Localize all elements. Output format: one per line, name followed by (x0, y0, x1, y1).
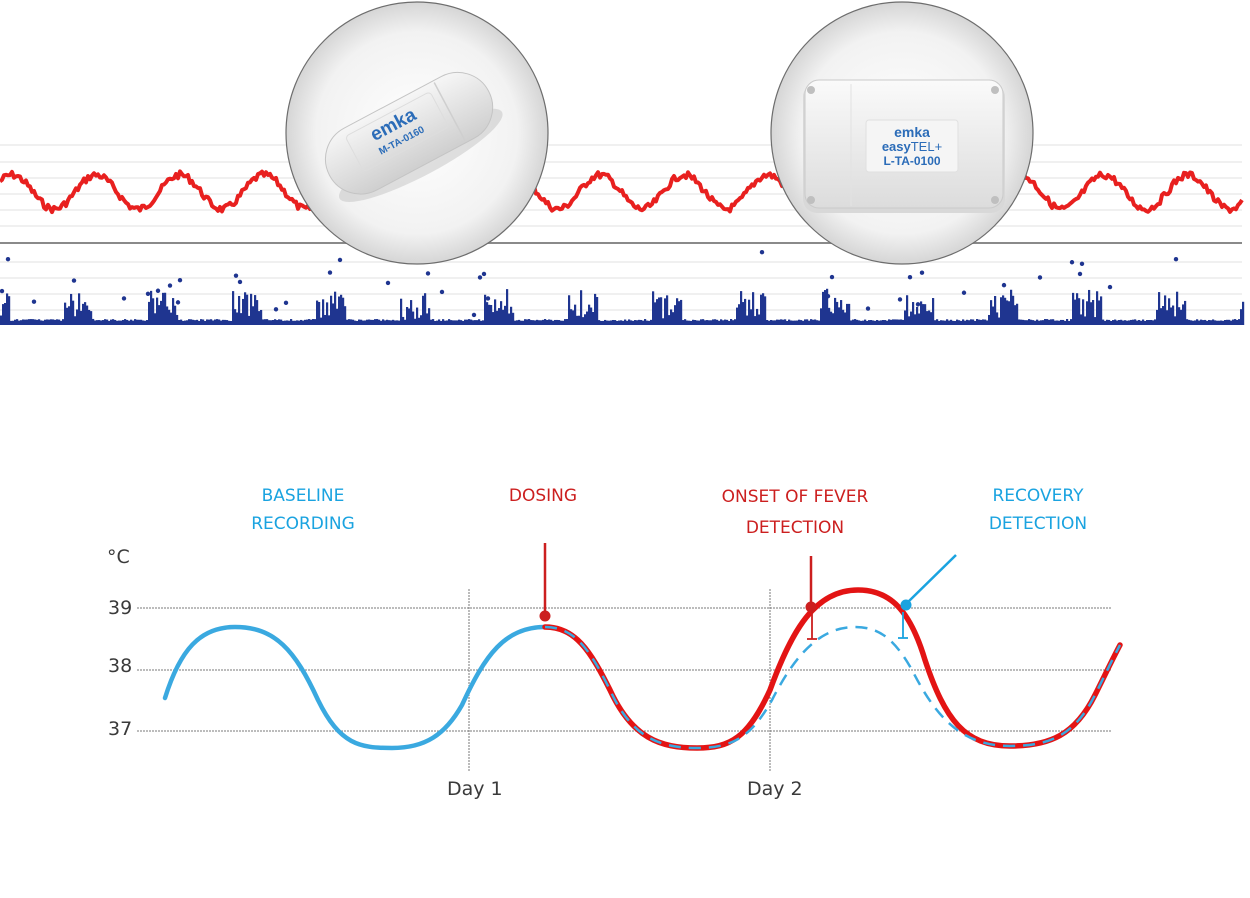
y-tick-38: 38 (108, 655, 133, 677)
x-tick-day2: Day 2 (747, 778, 803, 800)
measured-curve (542, 587, 1123, 751)
annotation-recovery: RECOVERY DETECTION (988, 486, 1088, 534)
device2-line-prefix: easy (882, 139, 912, 154)
activity-scatter (0, 250, 1245, 325)
y-axis-unit: °C (107, 546, 130, 568)
y-tick-39: 39 (108, 597, 133, 619)
gridlines (137, 589, 1112, 772)
recovery-marker (898, 554, 957, 639)
annotation-baseline: BASELINE RECORDING (251, 486, 355, 534)
annotation-dosing: DOSING (508, 486, 578, 506)
baseline-curve (162, 624, 548, 751)
device2-line: easyTEL+ (882, 139, 942, 154)
temperature-trace (0, 169, 1244, 215)
device2-model: L-TA-0100 (883, 154, 940, 168)
device2-line-suffix: TEL+ (911, 139, 942, 154)
fever-onset-marker (805, 556, 817, 640)
device2-brand: emka (894, 124, 930, 140)
dosing-marker (539, 543, 551, 622)
top-grid (0, 144, 1242, 311)
expected-baseline-dashed (544, 625, 1122, 750)
device-circle-small: emka M-TA-0160 (285, 1, 549, 265)
telemetry-band: emka M-TA-0160 emka easyTEL+ L-TA-0100 (0, 1, 1245, 325)
device-circle-large: emka easyTEL+ L-TA-0100 (770, 1, 1034, 265)
x-tick-day1: Day 1 (447, 778, 503, 800)
y-tick-37: 37 (108, 718, 133, 740)
annotation-fever-onset: ONSET OF FEVER DETECTION (721, 487, 869, 538)
